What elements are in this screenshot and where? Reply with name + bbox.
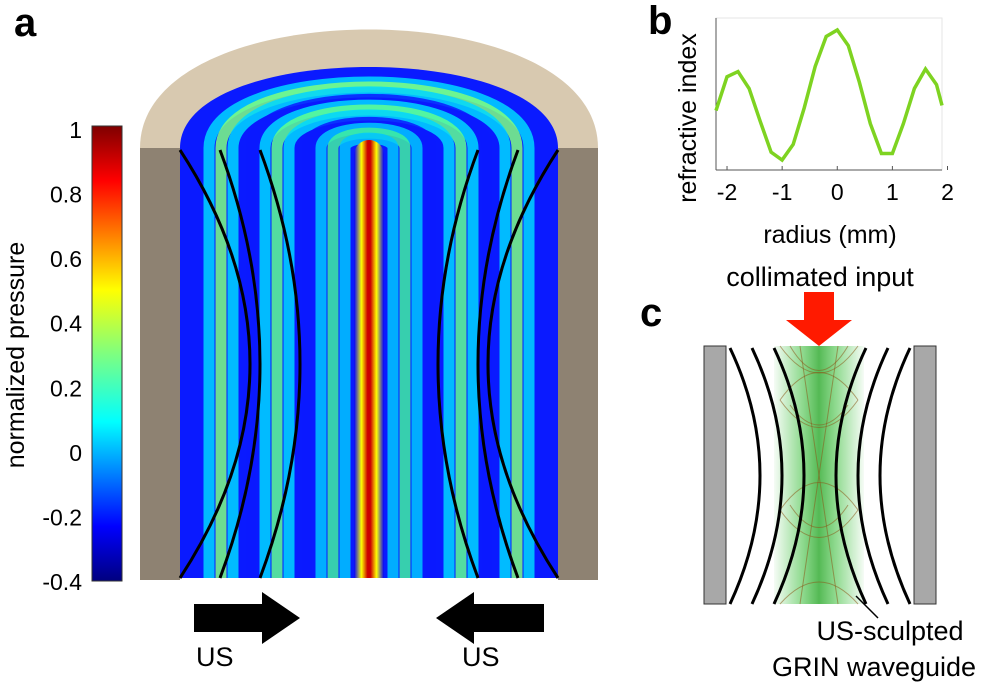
us-label-right: US xyxy=(462,642,500,672)
colorbar-tick-label: -0.2 xyxy=(42,504,82,530)
colorbar-tick-label: 0.8 xyxy=(50,182,82,208)
us-label-left: US xyxy=(196,642,234,672)
colorbar-tick-label: 0.6 xyxy=(50,246,82,272)
panel-c-arcs xyxy=(728,347,912,605)
pressure-band xyxy=(227,86,511,578)
plot-b-ylabel: refractive index xyxy=(674,33,702,203)
waveguide-label-line1: US-sculpted xyxy=(816,616,963,646)
colorbar-tick-label: 0.4 xyxy=(50,311,82,337)
pressure-field xyxy=(180,67,558,578)
refractive-index-line xyxy=(714,27,944,163)
pressure-band xyxy=(301,116,437,578)
plot-b-xtick-label: 1 xyxy=(886,179,899,205)
left-plate xyxy=(703,345,727,605)
colorbar-label: normalized pressure xyxy=(2,242,30,469)
waveguide-pointer xyxy=(855,595,879,619)
colorbar-tick-label: 0 xyxy=(69,440,82,466)
colorbar xyxy=(91,125,123,582)
panel-c-letter: c xyxy=(640,291,662,335)
collimated-input-label: collimated input xyxy=(726,262,914,292)
wavefront-arcs xyxy=(178,149,560,579)
colorbar-ticks: 1 0.8 0.6 0.4 0.2 0 -0.2 -0.4 xyxy=(42,117,82,595)
panel-a-letter: a xyxy=(14,1,37,45)
plot-b-xtick-label: 0 xyxy=(831,179,844,205)
colorbar-tick-label: 1 xyxy=(69,117,82,143)
panel-b-letter: b xyxy=(648,0,672,43)
colorbar-tick-label: 0.2 xyxy=(50,375,82,401)
colorbar-tick-label: -0.4 xyxy=(42,569,82,595)
pressure-band xyxy=(245,93,493,578)
waveguide-label-line2: GRIN waveguide xyxy=(772,652,976,682)
right-wall xyxy=(558,148,598,580)
pressure-band xyxy=(283,109,455,578)
left-wall xyxy=(140,148,180,580)
right-plate xyxy=(913,345,937,605)
us-arrow-left xyxy=(194,592,300,644)
plot-b-xtick-label: -1 xyxy=(772,179,792,205)
plot-b-xtick-label: 2 xyxy=(941,179,954,205)
plot-b-xlabel: radius (mm) xyxy=(763,221,896,249)
plot-b-xticks: -2 -1 0 1 2 xyxy=(717,166,954,205)
central-focus xyxy=(354,140,384,578)
pressure-band xyxy=(339,132,399,578)
input-arrow xyxy=(786,292,852,346)
plot-b-xtick-label: -2 xyxy=(717,179,737,205)
us-arrow-right xyxy=(436,592,544,644)
